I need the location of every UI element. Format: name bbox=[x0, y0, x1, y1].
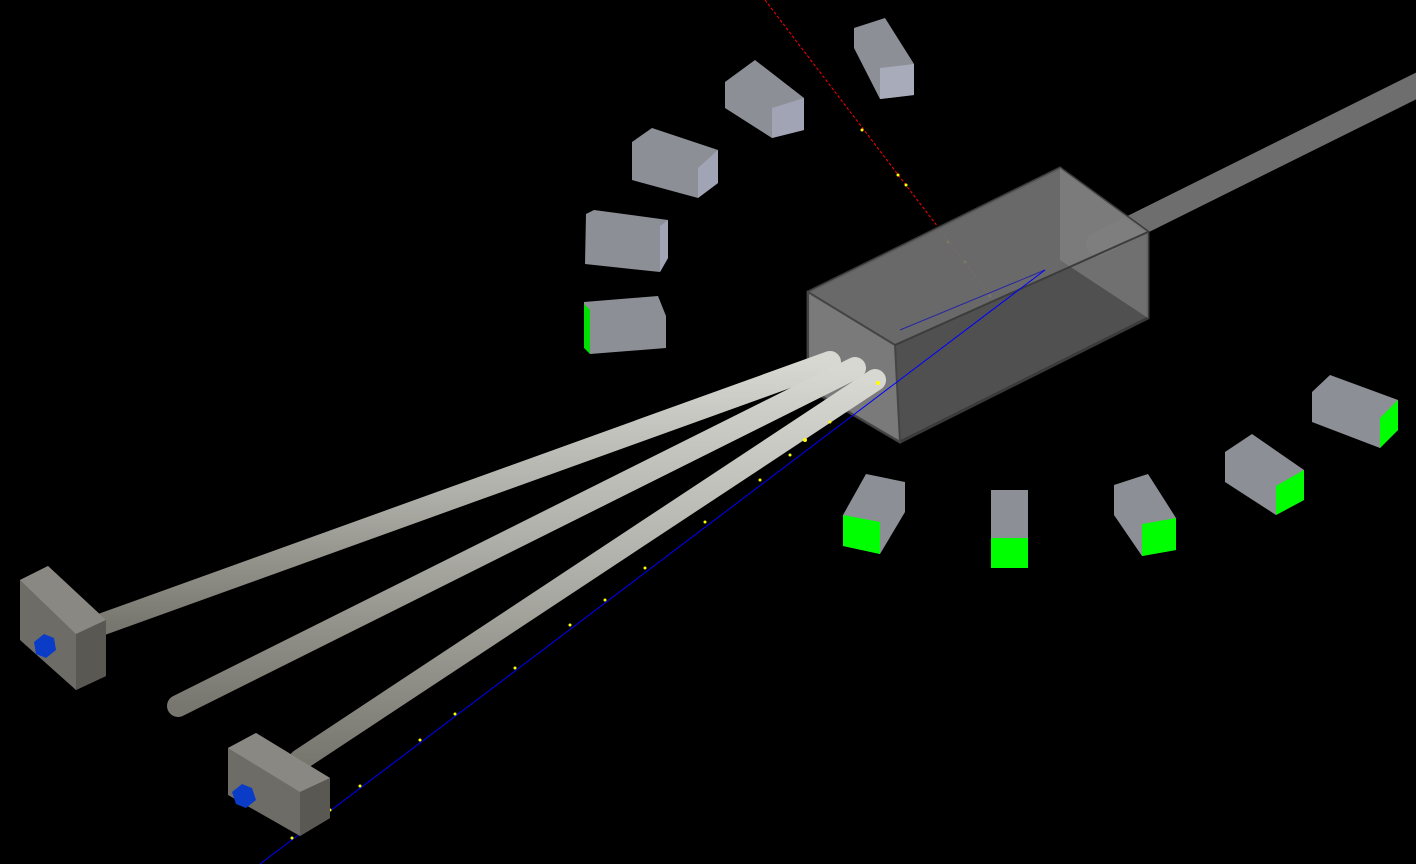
detector-u2 bbox=[725, 60, 804, 138]
source-marker-icon bbox=[34, 634, 56, 658]
detector-u1 bbox=[854, 18, 914, 99]
end-block-upper bbox=[20, 566, 106, 690]
pipe-middle bbox=[167, 357, 866, 717]
detector-u5 bbox=[584, 296, 666, 354]
right-beam-pipe bbox=[1086, 72, 1416, 256]
detector-u3 bbox=[632, 128, 718, 198]
target-chamber bbox=[806, 166, 1150, 444]
detector-u4 bbox=[585, 210, 668, 272]
detector-l3 bbox=[1114, 474, 1176, 556]
lower-detectors bbox=[843, 375, 1398, 568]
pipe-lower bbox=[289, 369, 886, 771]
beam-pipes bbox=[89, 351, 886, 771]
pipe-upper bbox=[89, 351, 841, 636]
beam-track bbox=[259, 269, 1046, 864]
detector-l4 bbox=[1225, 434, 1304, 515]
end-block-lower bbox=[228, 733, 330, 836]
upper-detectors bbox=[584, 18, 914, 354]
detector-l2 bbox=[991, 490, 1028, 568]
source-marker-icon bbox=[232, 784, 256, 808]
detector-l1 bbox=[843, 474, 905, 554]
detector-l5 bbox=[1312, 375, 1398, 448]
